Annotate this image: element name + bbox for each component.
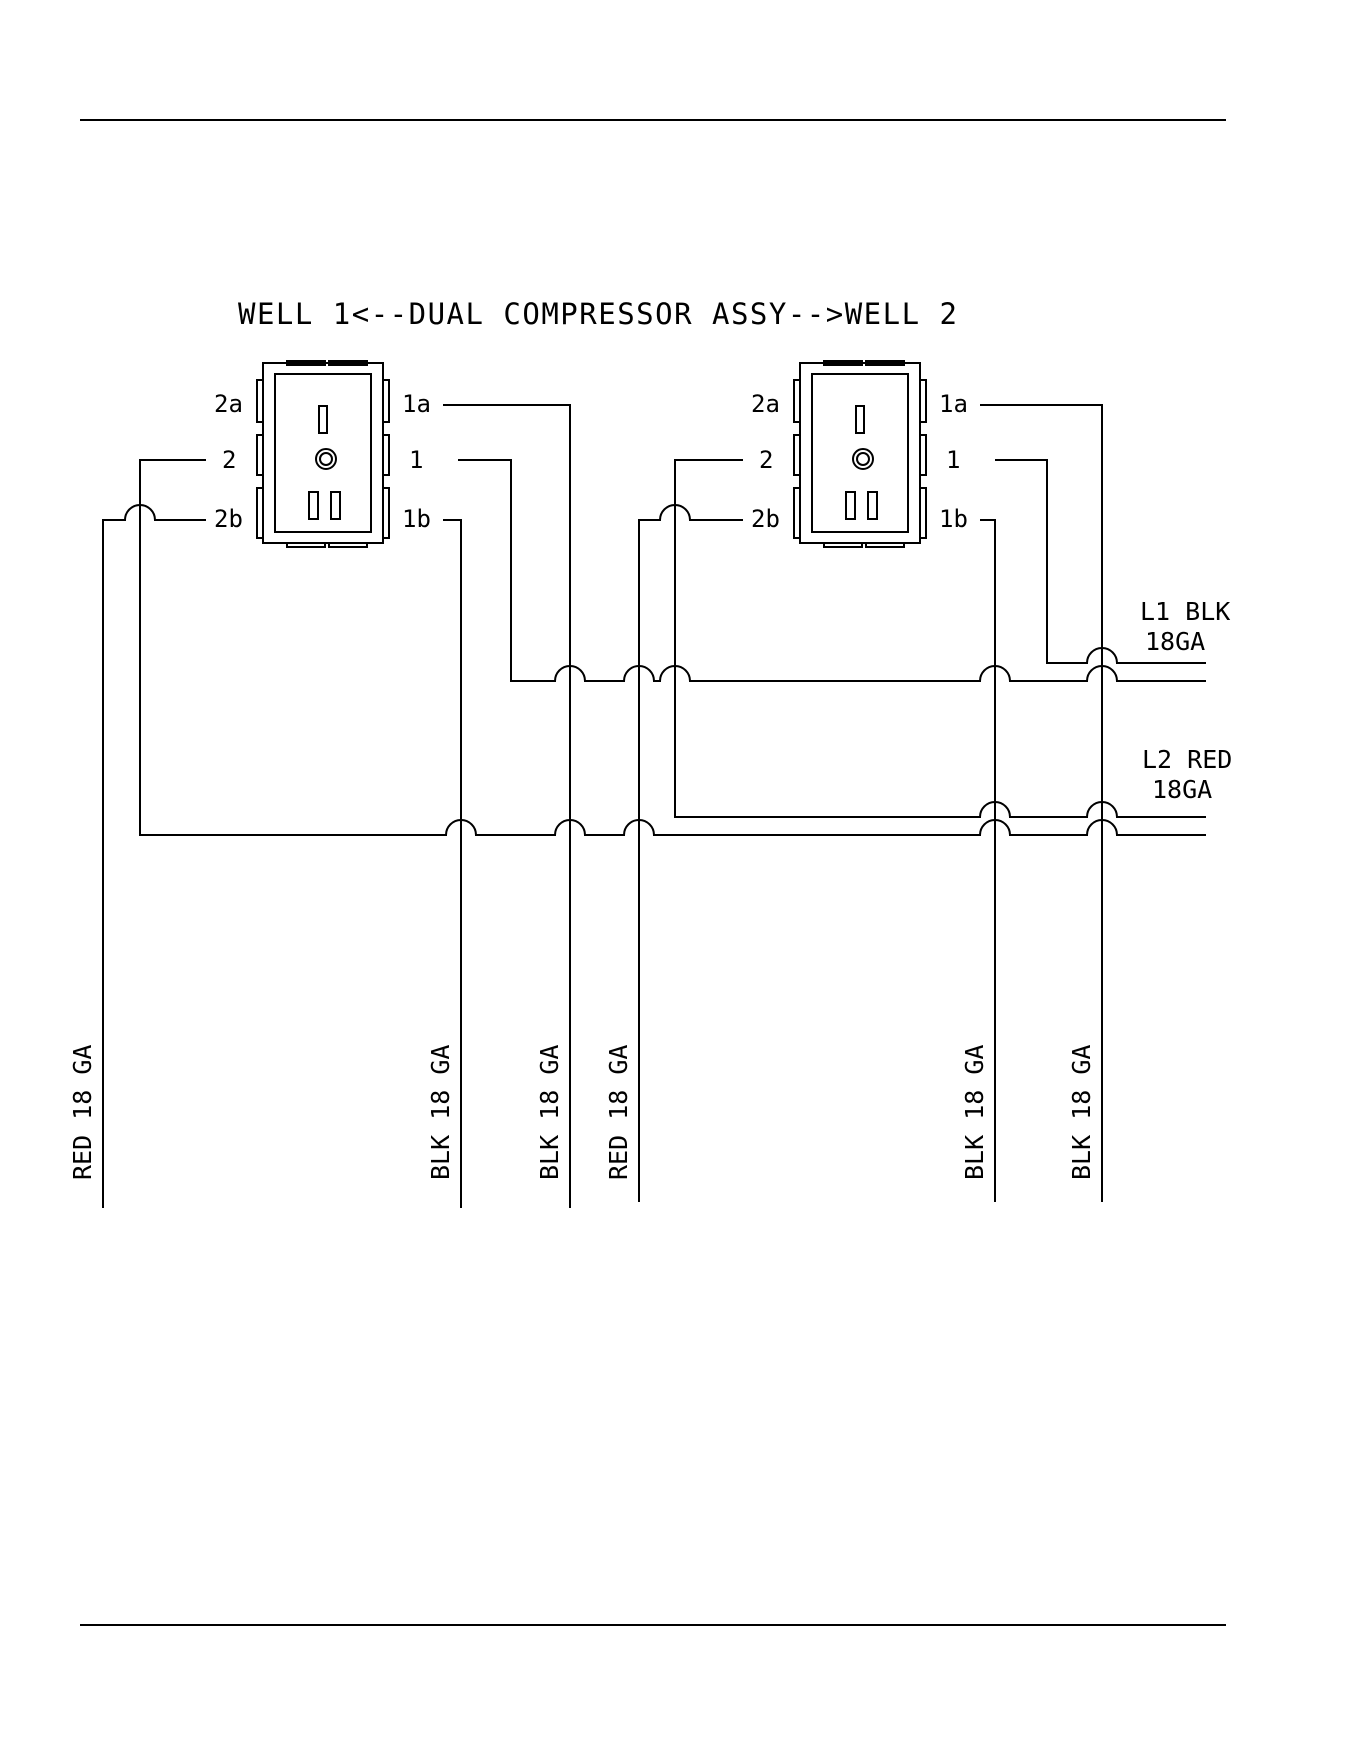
l1-label: L1 BLK [1140, 597, 1230, 626]
outlet-slot-top [856, 406, 864, 433]
tab-right-middle [920, 435, 926, 475]
wire-label-red-1: RED 18 GA [68, 1045, 97, 1180]
left-receptacle: 2a 2 2b 1a 1 1b [214, 361, 431, 547]
tab-bottom-left [287, 543, 325, 547]
tab-bottom-left [824, 543, 862, 547]
pin-label-1a: 1a [939, 390, 968, 418]
tab-right-lower [920, 488, 926, 538]
pin-label-2b: 2b [214, 505, 243, 533]
l2-gauge: 18GA [1152, 775, 1212, 804]
pin-label-1a: 1a [402, 390, 431, 418]
tab-right-lower [383, 488, 389, 538]
tab-bottom-right [329, 543, 367, 547]
pin-label-2: 2 [222, 446, 236, 474]
outlet-slot-top [319, 406, 327, 433]
outlet-slot-right [331, 492, 340, 519]
outlet-ground-hole-inner [857, 453, 869, 465]
outlet-slot-right [868, 492, 877, 519]
pin-label-1: 1 [946, 446, 960, 474]
pin-label-2a: 2a [751, 390, 780, 418]
diagram-title: WELL 1<--DUAL COMPRESSOR ASSY-->WELL 2 [238, 297, 958, 331]
pin-label-1: 1 [409, 446, 423, 474]
right-receptacle: 2a 2 2b 1a 1 1b [751, 361, 968, 547]
wire-label-blk-1: BLK 18 GA [426, 1045, 455, 1180]
tab-left-middle [257, 435, 263, 475]
wire-left-2b [103, 505, 206, 1208]
wire-label-blk-4: BLK 18 GA [1067, 1045, 1096, 1180]
tab-left-upper [257, 380, 263, 422]
pin-label-2a: 2a [214, 390, 243, 418]
wire-right-2b [639, 505, 743, 1202]
pin-label-2: 2 [759, 446, 773, 474]
wires [103, 405, 1206, 1208]
tab-left-lower [257, 488, 263, 538]
outlet-ground-hole-inner [320, 453, 332, 465]
tab-bottom-right [866, 543, 904, 547]
tab-left-middle [794, 435, 800, 475]
wire-label-blk-3: BLK 18 GA [960, 1045, 989, 1180]
outlet-slot-left [846, 492, 855, 519]
tab-right-upper [920, 380, 926, 422]
wire-label-red-2: RED 18 GA [604, 1045, 633, 1180]
wire-label-blk-2: BLK 18 GA [535, 1045, 564, 1180]
pin-label-1b: 1b [939, 505, 968, 533]
pin-label-1b: 1b [402, 505, 431, 533]
l2-label: L2 RED [1142, 745, 1232, 774]
outlet-slot-left [309, 492, 318, 519]
tab-left-lower [794, 488, 800, 538]
pin-label-2b: 2b [751, 505, 780, 533]
l1-gauge: 18GA [1145, 627, 1205, 656]
tab-left-upper [794, 380, 800, 422]
tab-right-upper [383, 380, 389, 422]
tab-right-middle [383, 435, 389, 475]
